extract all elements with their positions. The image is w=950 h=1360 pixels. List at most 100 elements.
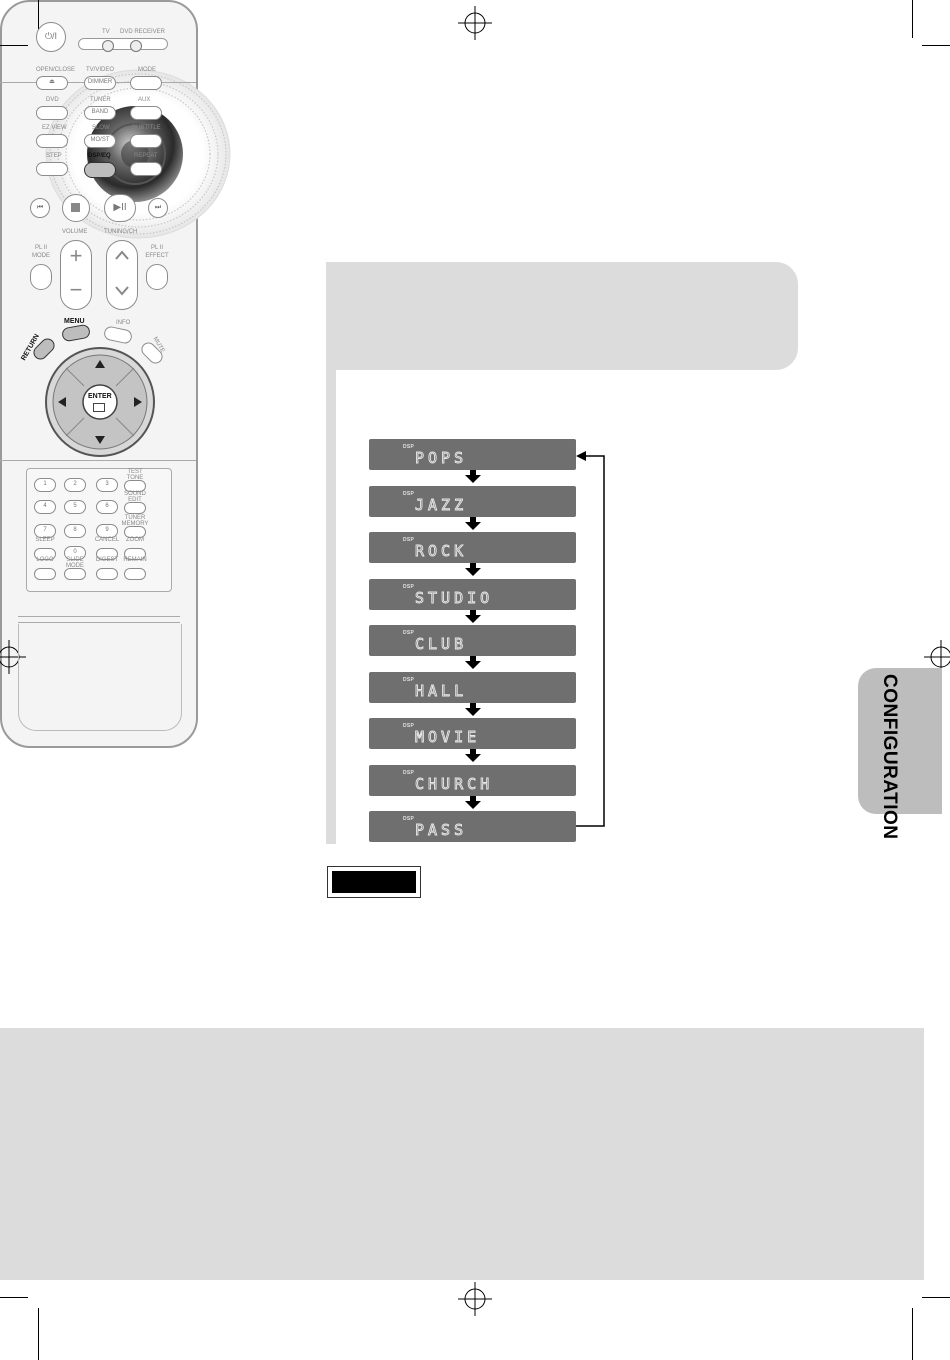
volume-rocker[interactable]: + −: [60, 240, 92, 310]
dsp-mode-text: PASS: [415, 821, 468, 840]
tv-label: TV: [102, 29, 110, 35]
dvd-button[interactable]: [36, 106, 68, 120]
numpad-function-button[interactable]: [96, 568, 118, 580]
dsp-eq-label: DSP/EQ: [88, 153, 111, 159]
numpad-label: TEST TONE: [126, 469, 144, 481]
menu-label: MENU: [64, 318, 85, 325]
band-button[interactable]: BAND: [84, 106, 116, 120]
num-4-button[interactable]: 4: [34, 500, 56, 514]
numpad-label: SLEEP: [35, 537, 55, 543]
numpad-label: DIGEST: [95, 557, 119, 563]
mode-label: MODE: [138, 67, 156, 73]
registration-mark-left: [0, 640, 26, 674]
mode-button[interactable]: [130, 76, 162, 90]
down-arrow-icon: [465, 749, 481, 762]
mo-st-button[interactable]: MO/ST: [84, 134, 116, 148]
numpad-function-button[interactable]: [96, 548, 118, 560]
chevron-up-icon: [115, 250, 129, 260]
ez-view-label: EZ VIEW: [42, 125, 67, 131]
enter-label: ENTER: [88, 393, 112, 400]
stop-icon: [71, 203, 80, 212]
crop-mark: [0, 45, 28, 46]
power-button[interactable]: ⏻/I: [36, 22, 66, 52]
numpad-label: SLIDE MODE: [66, 557, 84, 569]
dsp-mode-text: STUDIO: [415, 589, 494, 608]
enter-icon: [93, 403, 105, 412]
numpad-function-button[interactable]: [64, 568, 86, 580]
tuning-rocker[interactable]: [106, 240, 138, 310]
skip-forward-icon: ⏭: [154, 204, 162, 211]
navigation-pad[interactable]: [44, 346, 156, 458]
remote-bottom-divider: [18, 616, 180, 623]
tv-button[interactable]: [102, 40, 114, 52]
down-arrow-icon: [465, 470, 481, 483]
step-label: STEP: [46, 153, 62, 159]
dsp-indicator: DSP: [403, 770, 415, 776]
dvd-receiver-button[interactable]: [130, 40, 142, 52]
down-arrow-icon: [465, 517, 481, 530]
numpad-function-button[interactable]: [124, 568, 146, 580]
num-9-button[interactable]: 9: [96, 524, 118, 538]
numpad-label: SOUND EDIT: [124, 491, 146, 503]
num-0-button[interactable]: 0: [64, 546, 86, 560]
numpad-function-button[interactable]: [34, 548, 56, 560]
repeat-button[interactable]: [130, 162, 162, 176]
dsp-indicator: DSP: [403, 630, 415, 636]
num-6-button[interactable]: 6: [96, 500, 118, 514]
dsp-mode-text: ROCK: [415, 542, 468, 561]
skip-back-button[interactable]: ⏮: [30, 198, 50, 218]
num-2-button[interactable]: 2: [64, 478, 86, 492]
volume-down-icon: −: [69, 277, 83, 302]
crop-mark: [38, 0, 39, 38]
menu-button[interactable]: [60, 323, 92, 343]
subtitle-button[interactable]: [130, 134, 162, 148]
down-arrow-icon: [465, 563, 481, 576]
pl2-mode-button[interactable]: [30, 264, 52, 290]
num-7-button[interactable]: 7: [34, 524, 56, 538]
num-1-button[interactable]: 1: [34, 478, 56, 492]
remote-bottom-panel: [18, 624, 182, 731]
play-pause-button[interactable]: ▶II: [104, 194, 136, 222]
numpad-function-button[interactable]: [34, 568, 56, 580]
crop-mark: [912, 0, 913, 38]
num-3-button[interactable]: 3: [96, 478, 118, 492]
tuning-label: TUNING/CH: [104, 229, 138, 235]
chevron-down-icon: [115, 286, 129, 296]
repeat-label: REPEAT: [134, 153, 158, 159]
dsp-eq-button[interactable]: [84, 162, 116, 178]
numpad-function-button[interactable]: [124, 480, 146, 492]
down-arrow-icon: [465, 656, 481, 669]
numpad-function-button[interactable]: [124, 548, 146, 560]
dsp-indicator: DSP: [403, 491, 415, 497]
dsp-indicator: DSP: [403, 816, 415, 822]
header-panel: [326, 262, 798, 370]
dsp-mode-text: JAZZ: [415, 496, 468, 515]
num-5-button[interactable]: 5: [64, 500, 86, 514]
section-bar: [326, 370, 336, 844]
step-button[interactable]: [36, 162, 68, 176]
pl2-mode-label: PL II MODE: [32, 245, 50, 259]
play-pause-icon: ▶II: [113, 202, 127, 213]
pl2-effect-button[interactable]: [146, 264, 168, 290]
ez-view-button[interactable]: [36, 134, 68, 148]
note-tag: [327, 866, 421, 898]
dimmer-button[interactable]: DIMMER: [84, 76, 116, 90]
crop-mark: [912, 1308, 913, 1360]
skip-forward-button[interactable]: ⏭: [148, 198, 168, 218]
open-close-button[interactable]: ⏏: [36, 76, 68, 90]
notes-panel: [0, 1028, 924, 1280]
num-8-button[interactable]: 8: [64, 524, 86, 538]
stop-button[interactable]: [62, 194, 90, 222]
dvd-receiver-label: DVD RECEIVER: [120, 29, 166, 35]
info-button[interactable]: [102, 325, 134, 345]
aux-button[interactable]: [130, 106, 162, 120]
dsp-mode-text: CHURCH: [415, 775, 494, 794]
numpad-function-button[interactable]: [124, 502, 146, 514]
numpad-function-button[interactable]: [124, 526, 146, 538]
mode-selector: [78, 38, 168, 50]
registration-mark-top: [458, 6, 492, 40]
